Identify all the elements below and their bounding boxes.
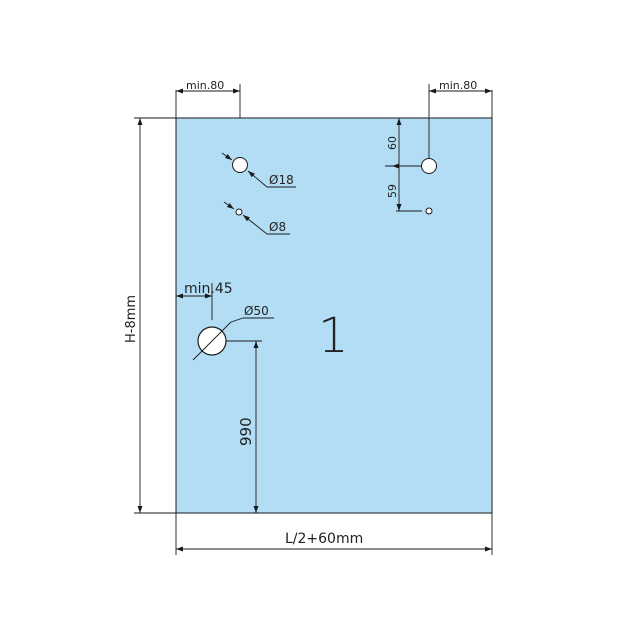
callout-hole50: Ø50 <box>192 304 274 361</box>
label-min45: min.45 <box>184 281 233 297</box>
label-hole50: Ø50 <box>244 304 269 318</box>
hole-8-left <box>235 208 243 216</box>
panel-number: 1 <box>318 308 349 364</box>
callout-hole18: Ø18 <box>221 152 296 188</box>
label-min80-left: min.80 <box>186 79 224 92</box>
dim-60-59: 60 59 <box>385 118 422 212</box>
dim-min45: min.45 <box>176 281 233 320</box>
glass-panel <box>175 117 493 514</box>
dim-height: H-8mm <box>124 117 176 514</box>
label-dim60: 60 <box>386 136 399 150</box>
label-hole8: Ø8 <box>269 220 286 234</box>
dim-min80-left: min.80 <box>175 79 241 118</box>
label-hole18: Ø18 <box>269 173 294 187</box>
label-height: H-8mm <box>124 295 139 343</box>
label-dim990: 990 <box>237 417 255 446</box>
hole-18-left <box>232 157 248 173</box>
label-dim59: 59 <box>386 184 399 198</box>
callout-hole8: Ø8 <box>223 201 290 235</box>
label-width: L/2+60mm <box>285 531 363 547</box>
dim-min80-right: min.80 <box>428 79 493 160</box>
hole-18-top-right <box>421 158 437 174</box>
dim-990: 990 <box>226 340 262 513</box>
label-min80-right: min.80 <box>439 79 477 92</box>
dim-width: L/2+60mm <box>175 513 493 555</box>
hole-8-top-right <box>425 207 433 215</box>
